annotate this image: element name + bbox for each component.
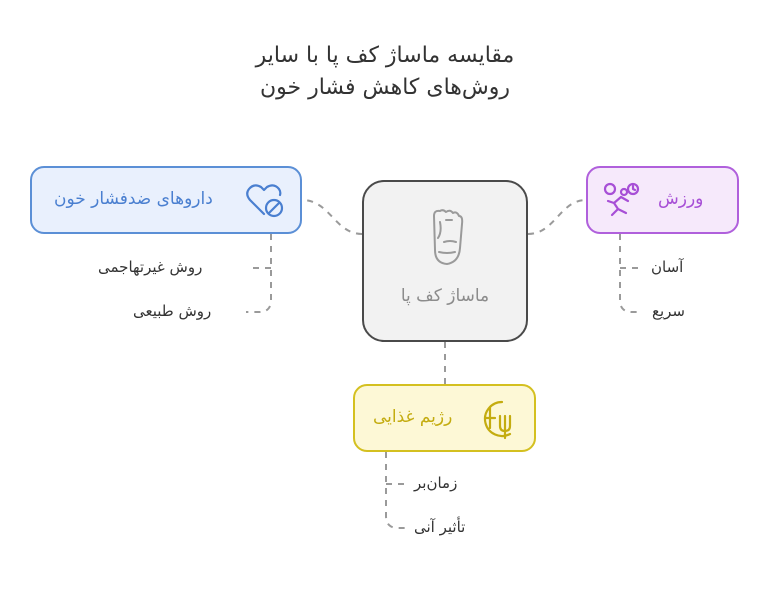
- diagram-title: مقایسه ماساژ کف پا با سایر روش‌های کاهش …: [180, 40, 590, 104]
- connector-center-exercise: [527, 199, 587, 235]
- diet-item-1: زمان‌بر: [414, 474, 458, 492]
- connector-drugs-items: [246, 234, 272, 313]
- node-drugs-label: داروهای ضدفشار خون: [54, 189, 213, 209]
- center-node: ماساژ کف پا: [362, 180, 528, 342]
- drugs-item-2: روش طبیعی: [133, 302, 212, 320]
- title-line-1: مقایسه ماساژ کف پا با سایر: [255, 43, 515, 68]
- connector-exercise-items: [619, 234, 641, 313]
- node-exercise-label: ورزش: [658, 189, 704, 209]
- foot-icon: [426, 208, 468, 274]
- node-exercise: ورزش: [586, 166, 739, 234]
- connector-diet-items: [385, 452, 408, 529]
- running-icon: [600, 179, 644, 227]
- center-label: ماساژ کف پا: [400, 286, 490, 306]
- diet-item-2: تأثیر آنی: [414, 518, 466, 536]
- drugs-item-1: روش غیرتهاجمی: [98, 258, 203, 276]
- exercise-item-2: سریع: [652, 302, 686, 320]
- node-diet: رژیم غذایی: [353, 384, 536, 452]
- title-line-2: روش‌های کاهش فشار خون: [259, 75, 511, 100]
- exercise-item-1: آسان: [651, 258, 684, 276]
- node-diet-label: رژیم غذایی: [373, 407, 453, 427]
- diet-plate-icon: [476, 398, 520, 444]
- node-drugs: داروهای ضدفشار خون: [30, 166, 302, 234]
- heart-blocked-icon: [244, 182, 284, 224]
- connector-center-drugs: [301, 199, 363, 235]
